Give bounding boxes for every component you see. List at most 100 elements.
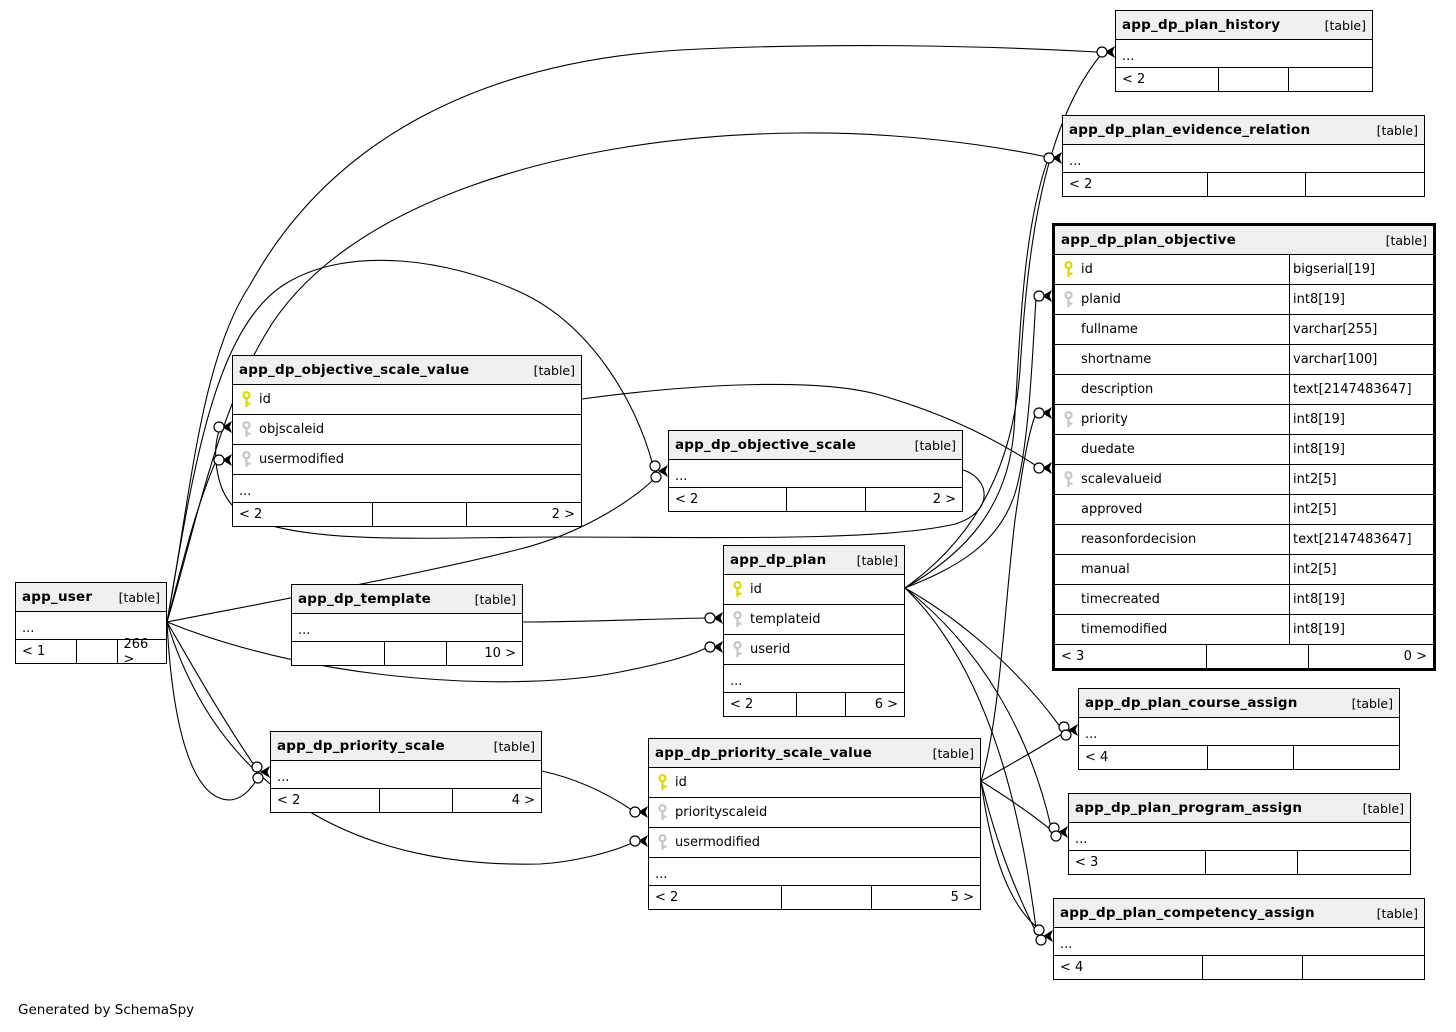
degree-footer: < 2 6 > — [724, 692, 904, 716]
relationship-line — [904, 587, 1052, 828]
column-name: id — [1081, 262, 1093, 277]
relationship-line — [166, 44, 1098, 623]
crowfoot-connector-icon — [713, 612, 723, 624]
column-row-timemodified: timemodified int8[19] — [1055, 614, 1433, 644]
column-name: timecreated — [1081, 592, 1160, 607]
table-evidence_relation[interactable]: app_dp_plan_evidence_relation[table]...<… — [1062, 115, 1425, 197]
degree-footer: < 4 — [1054, 955, 1424, 979]
table-header[interactable]: app_dp_plan_program_assign[table] — [1069, 794, 1410, 822]
table-header[interactable]: app_dp_objective_scale[table] — [669, 431, 962, 459]
column-name: objscaleid — [259, 422, 325, 437]
table-header[interactable]: app_dp_plan_course_assign[table] — [1079, 689, 1399, 717]
table-program_assign[interactable]: app_dp_plan_program_assign[table]...< 3 — [1068, 793, 1411, 875]
crowfoot-connector-icon — [713, 641, 723, 653]
child-count — [1301, 956, 1424, 979]
relationship-line — [541, 770, 633, 811]
crowfoot-connector-icon — [1068, 724, 1078, 736]
relationship-line — [904, 298, 1037, 589]
child-count — [1297, 851, 1410, 874]
column-name: usermodified — [259, 452, 345, 467]
column-name: timemodified — [1081, 622, 1168, 637]
table-header[interactable]: app_dp_objective_scale_value[table] — [233, 356, 581, 384]
column-name: manual — [1081, 562, 1130, 577]
column-type: int8[19] — [1289, 615, 1433, 644]
zero-or-one-circle-icon — [1035, 934, 1047, 946]
crowfoot-connector-icon — [260, 766, 270, 778]
parent-count: < 3 — [1061, 649, 1085, 664]
hidden-columns-ellipsis-row: ... — [16, 611, 166, 639]
table-header[interactable]: app_dp_plan_history[table] — [1116, 11, 1372, 39]
crowfoot-connector-icon — [222, 421, 232, 433]
hidden-columns-ellipsis-row: ... — [1069, 822, 1410, 850]
parent-count: < 1 — [22, 644, 46, 659]
column-row-id: id bigserial[19] — [1055, 254, 1433, 284]
zero-or-one-circle-icon — [629, 806, 641, 818]
relationship-line — [980, 780, 1038, 935]
table-header[interactable]: app_dp_priority_scale_value[table] — [649, 739, 980, 767]
hidden-columns-ellipsis-row: ... — [233, 474, 581, 502]
table-header[interactable]: app_dp_template[table] — [292, 585, 522, 613]
table-header[interactable]: app_dp_plan_competency_assign[table] — [1054, 899, 1424, 927]
table-course_assign[interactable]: app_dp_plan_course_assign[table]...< 4 — [1078, 688, 1400, 770]
footer-middle-cell — [796, 693, 845, 716]
table-type-badge: [table] — [1362, 800, 1404, 816]
table-header[interactable]: app_dp_plan[table] — [724, 546, 904, 574]
fk-key-icon — [233, 451, 259, 468]
fk-key-icon — [649, 834, 675, 851]
table-type-badge: [table] — [914, 437, 956, 453]
footer-middle-cell — [1207, 746, 1293, 769]
child-count: 2 > — [466, 503, 581, 526]
child-count: 6 > — [844, 693, 904, 716]
table-plan_objective[interactable]: app_dp_plan_objective[table]id bigserial[… — [1052, 223, 1436, 671]
table-template[interactable]: app_dp_template[table]...10 > — [291, 584, 523, 666]
relationship-line — [980, 780, 1040, 930]
relationship-line — [166, 462, 216, 623]
zero-or-one-circle-icon — [1096, 46, 1108, 58]
table-type-badge: [table] — [1351, 695, 1393, 711]
zero-or-one-circle-icon — [213, 454, 225, 466]
column-row-usermodified: usermodified — [649, 827, 980, 857]
degree-footer: < 2 — [1063, 172, 1424, 196]
degree-footer: < 3 — [1069, 850, 1410, 874]
hidden-columns-ellipsis-row: ... — [1054, 927, 1424, 955]
table-type-badge: [table] — [856, 552, 898, 568]
column-type: varchar[255] — [1289, 315, 1433, 344]
table-plan_history[interactable]: app_dp_plan_history[table]... < 2 — [1115, 10, 1373, 92]
hidden-columns-ellipsis-row: ... — [1116, 39, 1372, 67]
table-type-badge: [table] — [1324, 17, 1366, 33]
table-type-badge: [table] — [1376, 122, 1418, 138]
child-count — [1293, 746, 1399, 769]
zero-or-one-circle-icon — [251, 761, 263, 773]
table-header[interactable]: app_dp_plan_objective[table] — [1055, 226, 1433, 254]
child-count: 2 > — [865, 488, 962, 511]
fk-key-icon — [1055, 471, 1081, 488]
parent-count: < 2 — [1122, 72, 1146, 87]
column-name: usermodified — [675, 835, 761, 850]
column-type: bigserial[19] — [1289, 255, 1433, 284]
table-header[interactable]: app_dp_plan_evidence_relation[table] — [1063, 116, 1424, 144]
column-name: userid — [750, 642, 791, 657]
table-header[interactable]: app_user[table] — [16, 583, 166, 611]
crowfoot-connector-icon — [1105, 46, 1115, 58]
parent-count: < 2 — [730, 697, 754, 712]
table-header[interactable]: app_dp_priority_scale[table] — [271, 732, 541, 760]
table-competency_assign[interactable]: app_dp_plan_competency_assign[table]...<… — [1053, 898, 1425, 980]
footer-middle-cell — [1207, 173, 1304, 196]
column-name: shortname — [1081, 352, 1152, 367]
